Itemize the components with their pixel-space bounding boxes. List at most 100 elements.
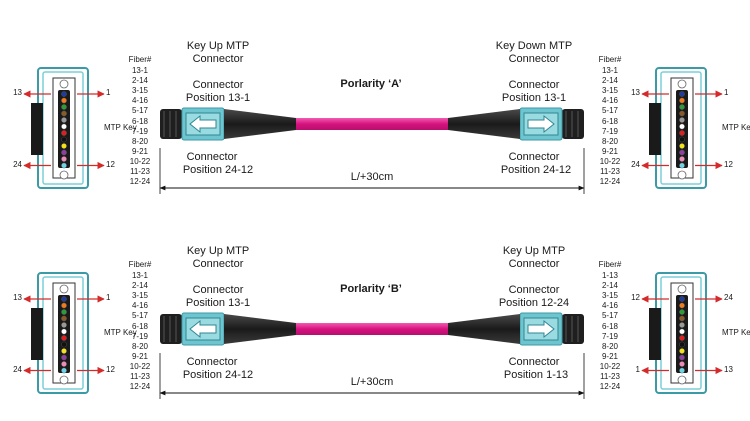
- polarity-a-left-face-label-top-left: 13: [13, 88, 22, 97]
- polarity-a-right-fiber-dot: [679, 117, 685, 123]
- polarity-a-left-fiber-row: 12-24: [129, 177, 151, 187]
- polarity-b-right-fiber-row: 2-14: [601, 281, 618, 291]
- polarity-a-left-connector-face: [23, 67, 105, 189]
- polarity-a-right-fiber-row: 10-22: [599, 156, 621, 166]
- polarity-a-right-mtp-key: [649, 103, 661, 155]
- polarity-b-left-fiber-header: Fiber#: [128, 260, 152, 269]
- polarity-b-left-pos-top-line2: Position 13-1: [185, 297, 251, 309]
- polarity-a-left-fiber-row: 7-19: [131, 126, 148, 136]
- polarity-b-right-connector-face: [641, 272, 723, 394]
- polarity-a-right-fiber-header: Fiber#: [598, 55, 622, 64]
- polarity-b-left-fiber-row: 10-22: [129, 361, 151, 371]
- polarity-a-left-pos-bottom-line1: Connector: [186, 151, 238, 163]
- polarity-a-right-pos-bottom-line1: Connector: [508, 151, 560, 163]
- polarity-b-right-fiber-dot: [679, 302, 685, 309]
- polarity-b-right-fiber-row: 3-15: [601, 291, 618, 301]
- polarity-a-right-fiber-row: 12-24: [599, 177, 621, 187]
- polarity-b-right-fiber-row: 8-20: [601, 341, 618, 351]
- polarity-a-right-fiber-row: 11-23: [600, 167, 620, 177]
- polarity-b-right-face-label-bottom-left: 1: [635, 364, 640, 374]
- polarity-b-left-fiber-dot: [61, 348, 67, 354]
- polarity-a-right-fiber-dot: [679, 97, 685, 104]
- polarity-a-left-fiber-dot: [61, 149, 67, 156]
- polarity-a-right-pos-top-line2: Position 13-1: [501, 92, 567, 104]
- polarity-a-polarity-label: Porlarity ‘A’: [340, 78, 402, 90]
- polarity-b-right-guide-pin-bottom: [677, 375, 687, 385]
- polarity-b-right-pos-top-line1: Connector: [508, 284, 560, 296]
- polarity-a-left-fiber-dot: [61, 117, 67, 123]
- polarity-a-right-face-label-bottom-right: 12: [724, 159, 733, 169]
- polarity-b-right-face-label-top-left: 12: [631, 293, 640, 302]
- polarity-b-left-fiber-row: 4-16: [131, 301, 148, 311]
- polarity-b-left-pos-bottom-line2: Position 24-12: [182, 369, 254, 381]
- polarity-b-right-fiber-row: 6-18: [601, 321, 618, 331]
- polarity-b-right-fiber-row: 4-16: [601, 301, 618, 311]
- polarity-a-right-guide-pin-bottom: [677, 170, 687, 180]
- polarity-a-left-title-line2: Connector: [192, 53, 244, 65]
- polarity-a-left-fiber-dot: [61, 156, 67, 162]
- polarity-a-right-connector-body: [448, 107, 584, 141]
- polarity-b-right-fiber-dot: [679, 315, 685, 322]
- polarity-a-left-fiber-dot: [61, 143, 67, 149]
- polarity-b-right-fiber-row: 11-23: [600, 372, 620, 382]
- polarity-b-left-connector-boot: [224, 314, 296, 344]
- polarity-b-right-fiber-dot: [679, 354, 685, 361]
- polarity-a-right-fiber-row: 13-1: [601, 66, 618, 76]
- polarity-b-left-fiber-row: 7-19: [131, 331, 148, 341]
- polarity-b-right-face-label-bottom-right: 13: [724, 364, 733, 374]
- polarity-a-right-fiber-row: 9-21: [601, 146, 618, 156]
- polarity-b-right-connector-rear: [562, 314, 584, 344]
- polarity-a-right-fiber-dot: [679, 143, 685, 149]
- polarity-a-right-fiber-dot: [679, 136, 685, 143]
- polarity-b-left-title-line2: Connector: [192, 258, 244, 270]
- polarity-b-right-fiber-dot: [679, 309, 685, 315]
- polarity-a-right-face-label-top-right: 1: [724, 88, 729, 97]
- polarity-a-left-fiber-row: 5-17: [131, 106, 148, 116]
- polarity-a-left-connector-body: [160, 107, 296, 141]
- polarity-b-left-fiber-dot: [61, 361, 67, 367]
- polarity-b-left-fiber-row: 11-23: [130, 372, 150, 382]
- polarity-a-right-connector-rear: [562, 109, 584, 139]
- polarity-a-left-mtp-key-label: MTP Key: [104, 123, 137, 132]
- polarity-b-left-fiber-dot: [61, 335, 67, 341]
- polarity-a-left-pos-top-line2: Position 13-1: [185, 92, 251, 104]
- polarity-b-right-fiber-dot: [679, 367, 685, 374]
- polarity-b-left-fiber-row: 2-14: [131, 281, 148, 291]
- polarity-b-left-connector-rear: [160, 314, 182, 344]
- polarity-b-left-guide-pin-top: [59, 284, 69, 294]
- polarity-b-right-fiber-dot: [679, 328, 685, 335]
- polarity-b-right-title-line1: Key Up MTP: [502, 245, 566, 257]
- polarity-a-left-face-label-top-right: 1: [106, 88, 111, 97]
- polarity-b-left-fiber-row: 3-15: [131, 291, 148, 301]
- polarity-a-left-title-line1: Key Up MTP: [186, 40, 250, 52]
- polarity-b-right-connector-arrow-icon: [527, 319, 555, 339]
- polarity-b-right-connector-body: [448, 312, 584, 346]
- polarity-b-right-fiber-dot: [679, 322, 685, 328]
- polarity-b-right-fiber-row: 9-21: [601, 351, 618, 361]
- polarity-a-left-fiber-row: 9-21: [131, 146, 148, 156]
- polarity-b-right-fiber-row: 5-17: [601, 311, 618, 321]
- polarity-a-right-connector-arrow-icon: [527, 114, 555, 134]
- polarity-a-right-mtp-key-label: MTP Key: [722, 123, 750, 132]
- polarity-b-right-mtp-key-label: MTP Key: [722, 328, 750, 337]
- polarity-a-right-fiber-row: 4-16: [601, 96, 618, 106]
- polarity-b-right-pos-bottom-line1: Connector: [508, 356, 560, 368]
- polarity-a-left-fiber-row: 6-18: [131, 116, 148, 126]
- polarity-b-right-fiber-row: 1-13: [601, 271, 618, 281]
- polarity-a-right-title-line1: Key Down MTP: [495, 40, 573, 52]
- polarity-b-right-fiber-dot: [679, 348, 685, 354]
- polarity-a-left-fiber-row: 8-20: [131, 136, 148, 146]
- polarity-a-right-fiber-row: 3-15: [601, 86, 618, 96]
- polarity-b-left-mtp-key: [31, 308, 43, 360]
- polarity-a-left-mtp-key: [31, 103, 43, 155]
- polarity-a-left-fiber-dot: [61, 136, 67, 143]
- polarity-b-left-fiber-dot: [61, 296, 67, 302]
- polarity-b-left-fiber-row: 13-1: [131, 271, 148, 281]
- polarity-a-right-pos-top-line1: Connector: [508, 79, 560, 91]
- polarity-a-right-face-label-bottom-left: 24: [631, 159, 640, 169]
- polarity-a-right-fiber-dot: [679, 162, 685, 169]
